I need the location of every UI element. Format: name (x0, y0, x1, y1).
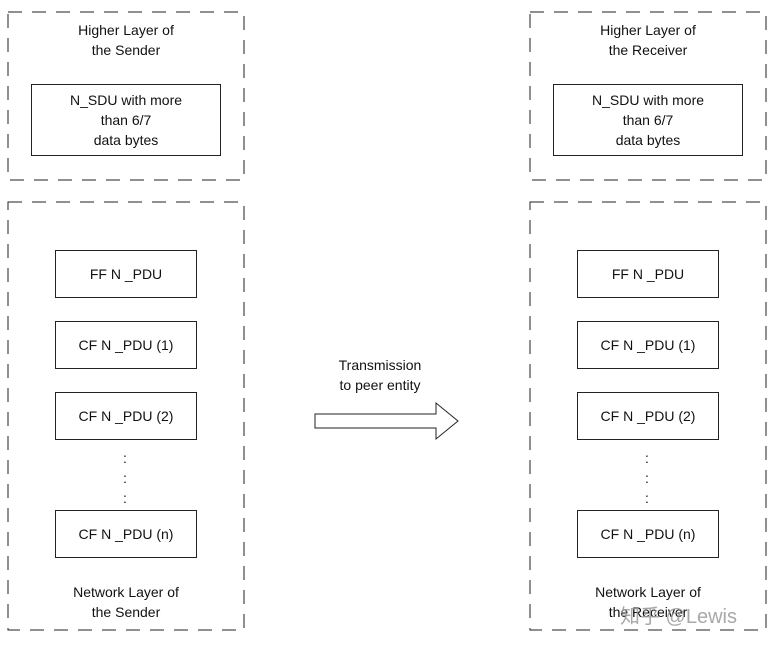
sender-higher-layer-border (7, 11, 245, 181)
sender-network-layer-border (7, 201, 245, 631)
receiver-higher-layer-border (529, 11, 767, 181)
sender-higher-layer-title: Higher Layer of the Sender (78, 22, 174, 58)
transmission-arrow (314, 401, 460, 441)
transmission-label: Transmission to peer entity (338, 357, 422, 393)
receiver-network-layer-border (529, 201, 767, 631)
receiver-sdu-box: N_SDU with more than 6/7 data bytes (553, 84, 743, 156)
receiver-higher-layer-title: Higher Layer of the Receiver (600, 22, 696, 58)
sender-network-layer-frame: Network Layer of the Sender (7, 201, 245, 631)
sender-cf-pdu-n: CF N _PDU (n) (55, 510, 197, 558)
receiver-higher-layer-frame: Higher Layer of the Receiver (529, 11, 767, 181)
sender-higher-layer-frame: Higher Layer of the Sender (7, 11, 245, 181)
receiver-cf-pdu-2: CF N _PDU (2) (577, 392, 719, 440)
sender-ellipsis: : : : (123, 450, 127, 506)
sender-sdu-box: N_SDU with more than 6/7 data bytes (31, 84, 221, 156)
sender-ff-pdu: FF N _PDU (55, 250, 197, 298)
receiver-network-layer-frame: Network Layer of the Receiver (529, 201, 767, 631)
sender-network-layer-title: Network Layer of the Sender (73, 584, 179, 620)
receiver-ff-pdu: FF N _PDU (577, 250, 719, 298)
right-arrow-icon (314, 401, 459, 441)
receiver-cf-pdu-n: CF N _PDU (n) (577, 510, 719, 558)
receiver-ellipsis: : : : (645, 450, 649, 506)
receiver-cf-pdu-1: CF N _PDU (1) (577, 321, 719, 369)
sender-cf-pdu-1: CF N _PDU (1) (55, 321, 197, 369)
sender-cf-pdu-2: CF N _PDU (2) (55, 392, 197, 440)
receiver-network-layer-title: Network Layer of the Receiver (595, 584, 701, 620)
watermark-text: 知乎 @Lewis (620, 606, 737, 628)
